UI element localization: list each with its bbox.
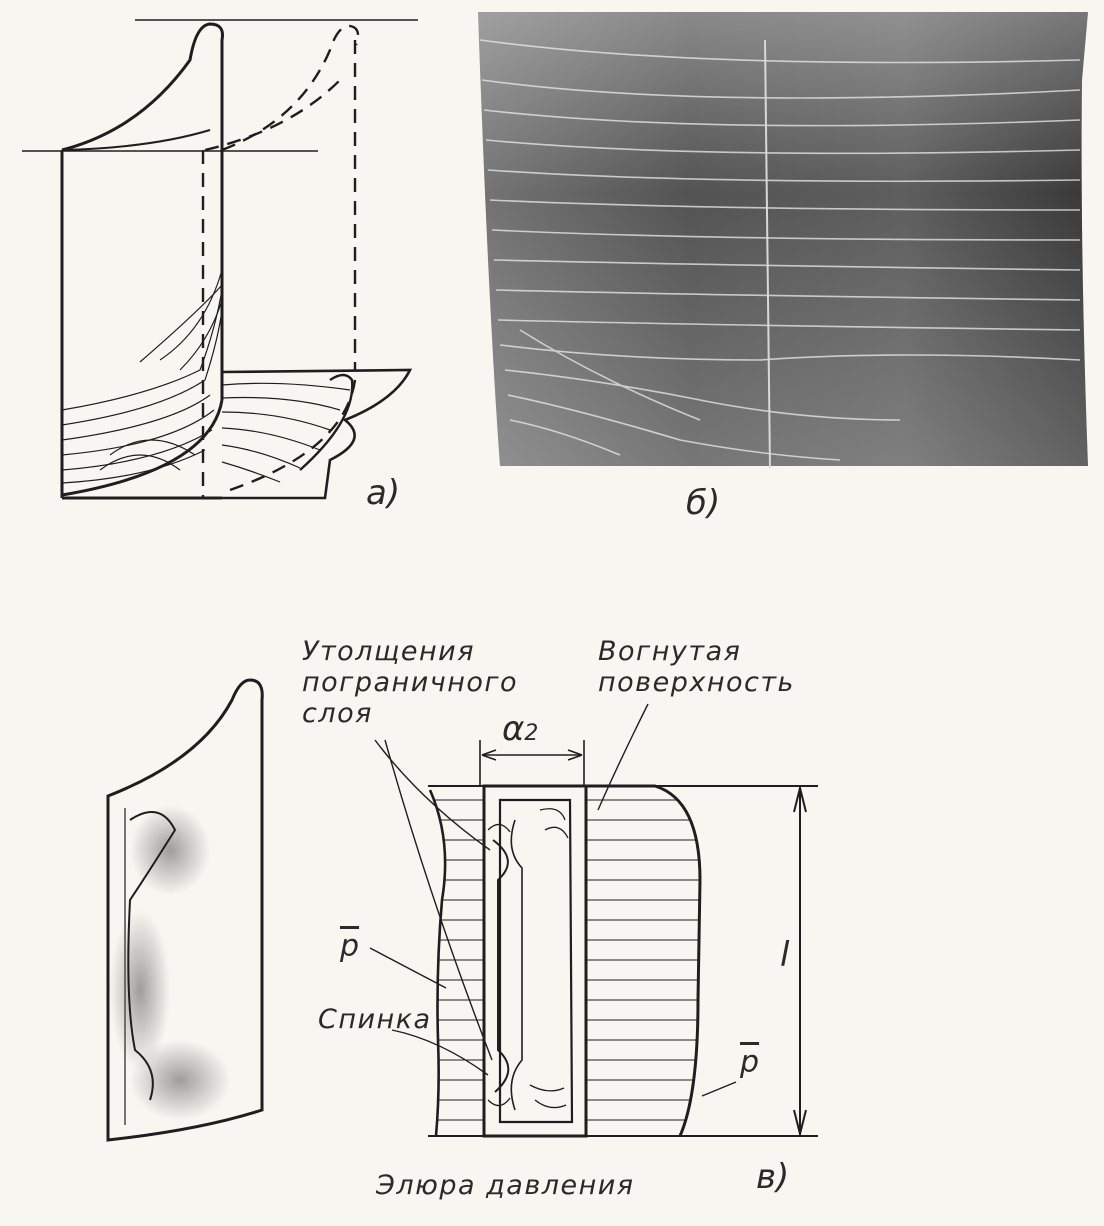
figure-c-blade-stipple <box>106 678 264 1142</box>
right-hatching <box>586 799 700 1121</box>
figure-label-c: в) <box>756 1157 790 1197</box>
figure-c-pressure-diagram <box>369 703 818 1138</box>
alpha-dimension-label: α2 <box>502 712 538 746</box>
leader-lines <box>369 703 737 1097</box>
back-side-label: Спинка <box>318 1004 432 1035</box>
figure-label-a: a) <box>366 473 401 513</box>
left-hatching <box>430 799 484 1121</box>
annotation-concave-1: Вогнутая <box>598 636 742 667</box>
alpha-symbol: α <box>502 709 525 749</box>
alpha-subscript: 2 <box>524 721 539 746</box>
pressure-diagram-label: Элюра давления <box>376 1170 635 1201</box>
annotation-line-1: Утолщения <box>302 636 475 667</box>
concave-surface-label: Вогнутая поверхность <box>598 636 795 698</box>
length-label: l <box>780 935 790 975</box>
boundary-layer-thickening-label: Утолщения пограничного слоя <box>302 636 518 729</box>
figure-b-photo <box>478 12 1088 468</box>
pressure-symbol-right: p <box>740 1045 760 1080</box>
pressure-symbol-left: p <box>340 929 360 964</box>
annotation-line-3: слоя <box>302 698 373 729</box>
annotation-line-2: пограничного <box>302 667 519 698</box>
figure-a-blade-flow <box>22 19 418 500</box>
annotation-concave-2: поверхность <box>598 667 795 698</box>
figure-label-b: б) <box>686 483 721 523</box>
